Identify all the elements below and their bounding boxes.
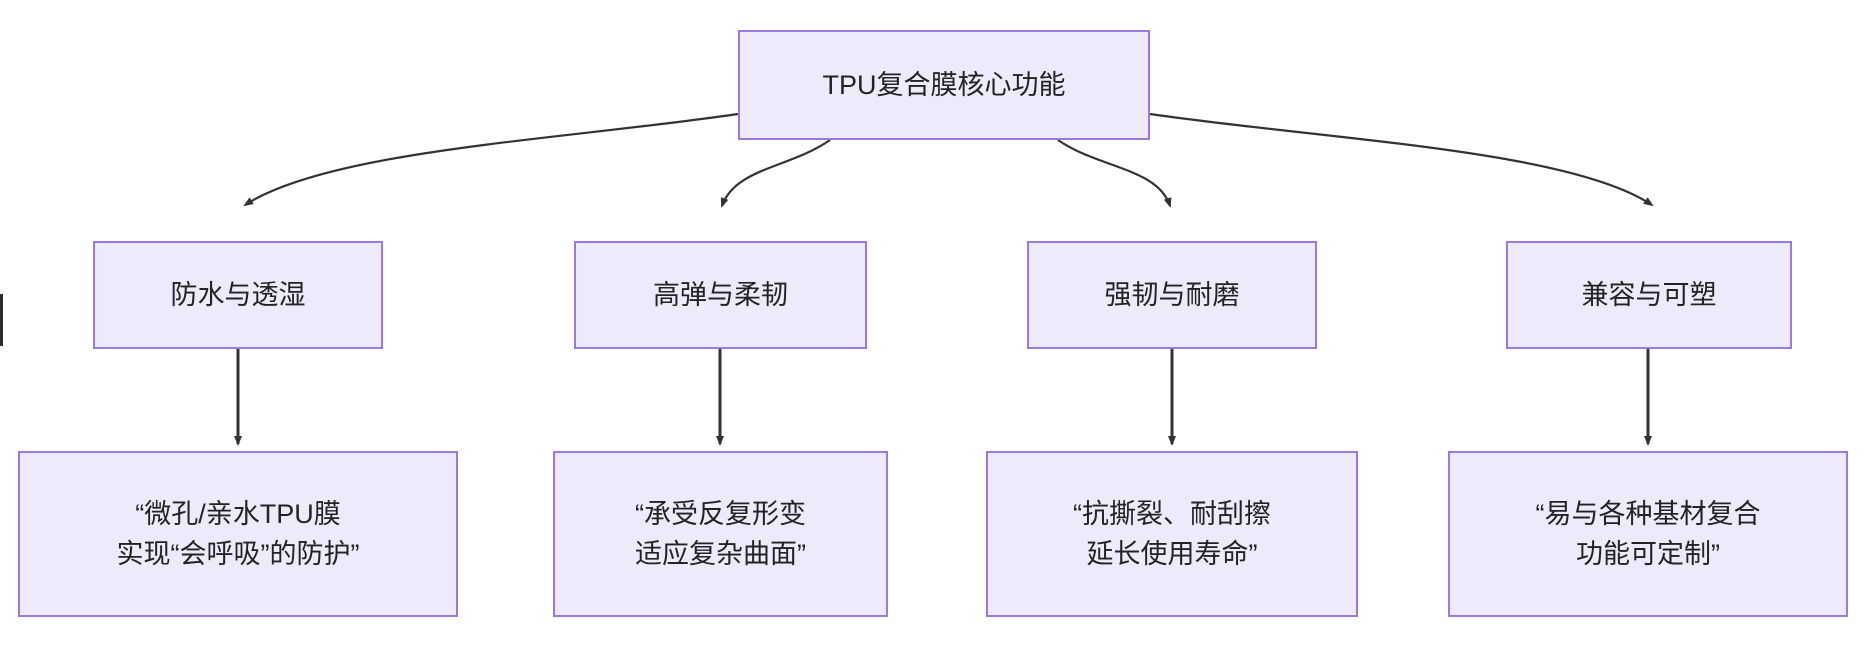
clipped-edge-artifact: [0, 294, 3, 346]
node-branch-1-label: 防水与透湿: [170, 279, 306, 310]
edge-root-to-branch-2: [720, 139, 831, 208]
node-leaf-elastic-flexible-detail[interactable]: “承受反复形变 适应复杂曲面”: [553, 451, 888, 617]
node-leaf-compatible-moldable-detail[interactable]: “易与各种基材复合 功能可定制”: [1448, 451, 1848, 617]
edge-root-to-branch-4: [1149, 112, 1654, 207]
node-leaf-2-label: “承受反复形变 适应复杂曲面”: [635, 498, 806, 570]
node-branch-2-label: 高弹与柔韧: [653, 279, 788, 310]
node-branch-tough-wear-resistant[interactable]: 强韧与耐磨: [1027, 241, 1317, 349]
node-branch-waterproof-breathable[interactable]: 防水与透湿: [93, 241, 383, 349]
node-branch-4-label: 兼容与可塑: [1581, 279, 1717, 310]
node-branch-elastic-flexible[interactable]: 高弹与柔韧: [574, 241, 867, 349]
node-leaf-waterproof-breathable-detail[interactable]: “微孔/亲水TPU膜 实现“会呼吸”的防护”: [18, 451, 458, 617]
edge-root-to-branch-1: [243, 112, 739, 207]
node-leaf-tough-wear-resistant-detail[interactable]: “抗撕裂、耐刮擦 延长使用寿命”: [986, 451, 1358, 617]
node-branch-compatible-moldable[interactable]: 兼容与可塑: [1506, 241, 1792, 349]
node-leaf-3-label: “抗撕裂、耐刮擦 延长使用寿命”: [1073, 498, 1271, 570]
node-leaf-4-label: “易与各种基材复合 功能可定制”: [1535, 498, 1761, 570]
node-leaf-1-label: “微孔/亲水TPU膜 实现“会呼吸”的防护”: [116, 498, 360, 570]
edge-root-to-branch-3: [1057, 139, 1172, 208]
node-root-label: TPU复合膜核心功能: [822, 69, 1066, 100]
node-branch-3-label: 强韧与耐磨: [1104, 279, 1240, 310]
node-root[interactable]: TPU复合膜核心功能: [738, 30, 1150, 140]
